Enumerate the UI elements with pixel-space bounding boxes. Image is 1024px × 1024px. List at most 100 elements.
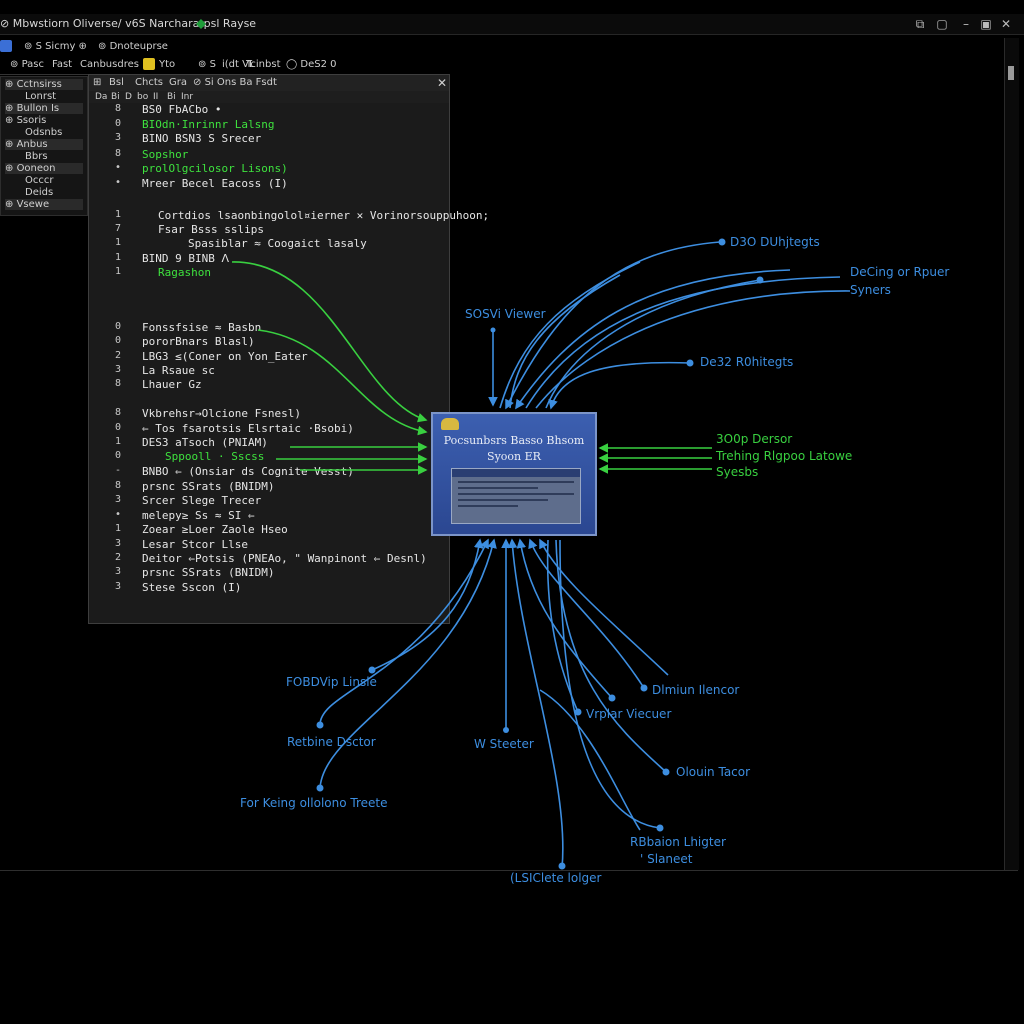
left-panel-item-8[interactable]: ⊕ Ooneon <box>5 163 83 174</box>
home-icon <box>0 40 12 52</box>
toolbar-home-button[interactable] <box>0 38 16 56</box>
code-line: pororBnars Blasl) <box>142 335 255 348</box>
subtab-4[interactable]: bo <box>137 92 149 102</box>
left-panel-item-9[interactable]: Occcr <box>25 175 54 186</box>
left-panel-item-4[interactable]: ⊕ Ssoris <box>5 115 47 126</box>
line-number: 3 <box>115 538 122 549</box>
line-number: • <box>115 509 122 520</box>
subtab-7[interactable]: Inr <box>181 92 194 102</box>
left-panel-item-2[interactable]: Lonrst <box>25 91 57 102</box>
label-vrplar[interactable]: Vrplar Viecuer <box>586 707 672 721</box>
scrollbar-thumb[interactable] <box>1008 66 1014 80</box>
restore-icon[interactable]: ⧉ <box>915 17 925 31</box>
toolbar2-s[interactable]: ⊚ S <box>198 59 216 70</box>
subtab-1[interactable]: Da <box>95 92 108 102</box>
left-panel-item-8-label: Ooneon <box>16 163 56 174</box>
toolbar2-canbus[interactable]: Canbusdres <box>80 59 139 70</box>
label-olouin[interactable]: Olouin Tacor <box>676 765 751 779</box>
toolbar-item-1-label: S Sicmy ⊕ <box>35 41 87 52</box>
line-number: 0 <box>115 422 122 433</box>
code-line: Cortdios lsaonbingolol¤ierner ✕ Vorinors… <box>158 209 490 222</box>
label-right-green-1[interactable]: 3O0p Dersor <box>716 432 793 446</box>
subtab-5[interactable]: II <box>153 92 159 102</box>
label-for-keing[interactable]: For Keing ollolono Treete <box>240 796 388 810</box>
left-panel-item-3[interactable]: ⊕ Bullon Is <box>5 103 83 114</box>
label-sosvi-viewer[interactable]: SOSVi Viewer <box>465 307 546 321</box>
left-panel-item-10[interactable]: Deids <box>25 187 54 198</box>
label-w-steeter[interactable]: W Steeter <box>474 737 534 751</box>
center-node-subwindow <box>451 468 581 524</box>
label-d30[interactable]: D3O DUhjtegts <box>730 235 820 249</box>
label-fobdip[interactable]: FOBDVip Linsle <box>286 675 377 689</box>
label-dcing[interactable]: DeCing or Rpuer <box>850 265 950 279</box>
window-titlebar: ⊘ Mbwstiorn Oliverse/ v6S Narcharatpsl R… <box>0 14 1024 35</box>
left-panel-item-1-label: Cctnsirss <box>16 79 62 90</box>
label-d32[interactable]: De32 R0hitegts <box>700 355 794 369</box>
left-panel-item-11-label: Vsewe <box>16 199 50 210</box>
toolbar2-tcinbst[interactable]: Tcinbst <box>246 59 281 70</box>
label-right-green-2[interactable]: Trehing Rlgpoo Latowe <box>716 449 853 463</box>
code-line: LBG3 ≤(Coner on Yon_Eater <box>142 350 308 363</box>
toolbar-item-2[interactable]: ⊚ Dnoteuprse <box>98 41 168 52</box>
toolbar2-yto[interactable]: Yto <box>143 56 175 74</box>
blue-wires <box>319 241 851 869</box>
subtab-6[interactable]: Bi <box>167 92 176 102</box>
code-line: La Rsaue sc <box>142 364 215 377</box>
label-retbine[interactable]: Retbine Dsctor <box>287 735 376 749</box>
code-line: BNBO ⇐ (Onsiar ds Cognite Vesst) <box>142 465 354 478</box>
toolbar2-yto-label: Yto <box>159 59 176 70</box>
code-line: Zoear ≥Loer Zaole Hseo <box>142 523 288 536</box>
line-number: 8 <box>115 103 122 114</box>
line-number: 1 <box>115 266 122 277</box>
line-number: 2 <box>115 350 122 361</box>
label-dlmlun[interactable]: Dlmiun Ilencor <box>652 683 740 697</box>
label-bottom[interactable]: (LSIClete lolger <box>510 871 602 885</box>
code-line: BIOdn·Inrinnr Lalsng <box>142 118 275 131</box>
editor-tab-2[interactable]: Chcts <box>135 77 163 88</box>
line-number: 0 <box>115 118 122 129</box>
maximize-icon[interactable]: ▢ <box>936 17 948 31</box>
editor-menu-icon[interactable]: ⊞ <box>93 77 102 88</box>
code-line: Sppooll · Sscss <box>165 450 265 463</box>
line-number: 3 <box>115 566 122 577</box>
editor-tab-1[interactable]: Bsl <box>109 77 124 88</box>
label-right-green-3[interactable]: Syesbs <box>716 465 759 479</box>
close-window-button[interactable]: ✕ <box>1000 17 1012 31</box>
toolbar2-paste[interactable]: ⊚ Pasc <box>10 59 44 70</box>
vertical-scrollbar[interactable] <box>1004 38 1019 870</box>
line-number: 1 <box>115 237 122 248</box>
code-line: prsnc SSrats (BNIDM) <box>142 566 275 579</box>
editor-tab-4-label: Si Ons Ba Fsdt <box>204 77 277 88</box>
subtab-3[interactable]: D <box>125 92 132 102</box>
label-rebaion-1[interactable]: RBbaion Lhigter <box>630 835 726 849</box>
toolbar2-idt[interactable]: i(dt VL <box>222 59 255 70</box>
code-line: Mreer Becel Eacoss (I) <box>142 177 288 190</box>
tile-icon[interactable]: ▣ <box>980 17 992 31</box>
left-panel-item-3-label: Bullon Is <box>16 103 60 114</box>
editor-subtabbar: Da Bi D bo II Bi Inr <box>89 91 449 103</box>
code-line: BINO BSN3 S Srecer <box>142 132 262 145</box>
editor-close-icon[interactable]: ✕ <box>437 76 448 90</box>
left-panel-item-6[interactable]: ⊕ Anbus <box>5 139 83 150</box>
central-system-node[interactable]: Pocsunbsrs Basso Bhsom Syoon ER <box>431 412 597 536</box>
center-node-subtitle: Syoon ER <box>487 450 541 463</box>
left-panel-item-7[interactable]: Bbrs <box>25 151 48 162</box>
left-panel-item-11[interactable]: ⊕ Vsewe <box>5 199 83 210</box>
code-line: Vkbrehsr→Olcione Fsnesl) <box>142 407 301 420</box>
toolbar2-des2[interactable]: ◯ DeS2 0 <box>286 59 337 70</box>
toolbar2-fast[interactable]: Fast <box>52 59 73 70</box>
left-panel-item-1[interactable]: ⊕ Cctnsirss <box>5 79 83 90</box>
label-rebaion-2[interactable]: ' Slaneet <box>640 852 693 866</box>
subtab-2[interactable]: Bi <box>111 92 120 102</box>
line-number: • <box>115 177 122 188</box>
minimize-icon[interactable]: – <box>963 17 969 31</box>
code-line: melepy≥ Ss ≈ SI ⇐ <box>142 509 255 522</box>
toolbar-item-1[interactable]: ⊚ S Sicmy ⊕ <box>24 41 87 52</box>
line-number: 7 <box>115 223 122 234</box>
editor-tab-3[interactable]: Gra <box>169 77 187 88</box>
editor-tab-4[interactable]: ⊘ Si Ons Ba Fsdt <box>193 77 277 88</box>
label-syners[interactable]: Syners <box>850 283 891 297</box>
left-panel-item-5[interactable]: Odsnbs <box>25 127 63 138</box>
toolbar-item-2-label: Dnoteuprse <box>109 41 168 52</box>
